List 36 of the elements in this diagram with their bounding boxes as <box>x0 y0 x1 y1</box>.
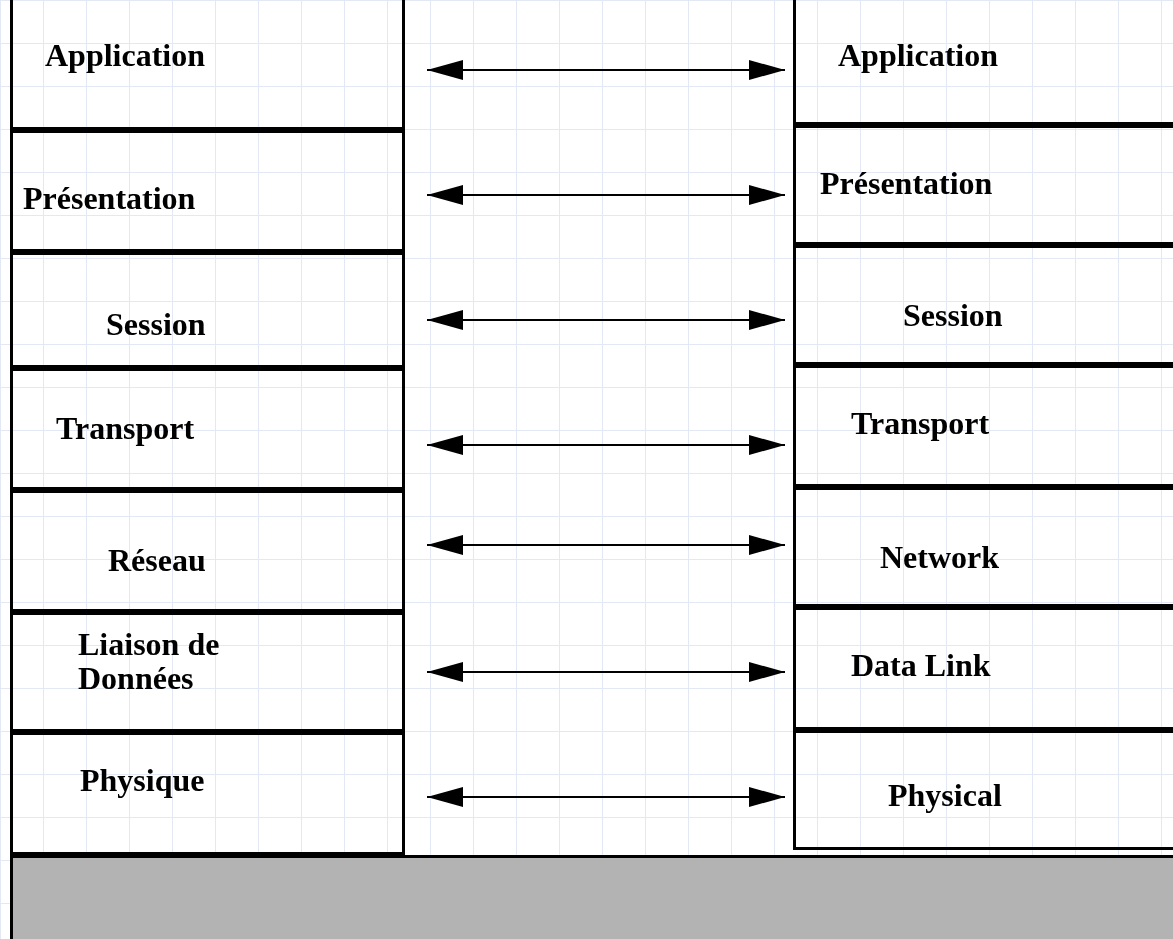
double-arrow <box>426 185 786 205</box>
layer-label: Présentation <box>23 181 196 215</box>
layer-box <box>10 368 405 490</box>
layer-label: Physical <box>888 778 1002 812</box>
layer-label: Application <box>45 38 206 72</box>
layer-label: Session <box>903 298 1003 332</box>
layer-label: Présentation <box>820 166 993 200</box>
layer-box <box>10 612 405 732</box>
layer-label: Liaison de Données <box>78 627 221 695</box>
layer-box <box>793 730 1173 850</box>
layer-label: Réseau <box>108 543 206 577</box>
layer-box <box>793 245 1173 365</box>
layer-box <box>10 732 405 855</box>
layer-label: Transport <box>851 406 990 440</box>
layer-box <box>10 130 405 252</box>
layer-label: Transport <box>56 411 195 445</box>
layer-box <box>793 125 1173 245</box>
layer-label: Physique <box>80 763 205 797</box>
base-band <box>10 855 1173 939</box>
double-arrow <box>426 435 786 455</box>
layer-box <box>793 0 1173 125</box>
double-arrow <box>426 535 786 555</box>
layer-label: Network <box>880 540 1000 574</box>
layer-label: Data Link <box>851 648 991 682</box>
double-arrow <box>426 60 786 80</box>
layer-label: Application <box>838 38 999 72</box>
layer-label: Session <box>106 307 206 341</box>
layer-box <box>793 365 1173 487</box>
layer-box <box>10 252 405 368</box>
layer-box <box>10 0 405 130</box>
double-arrow <box>426 787 786 807</box>
layer-box <box>10 490 405 612</box>
double-arrow <box>426 662 786 682</box>
layer-box <box>793 487 1173 607</box>
layer-box <box>793 607 1173 730</box>
double-arrow <box>426 310 786 330</box>
